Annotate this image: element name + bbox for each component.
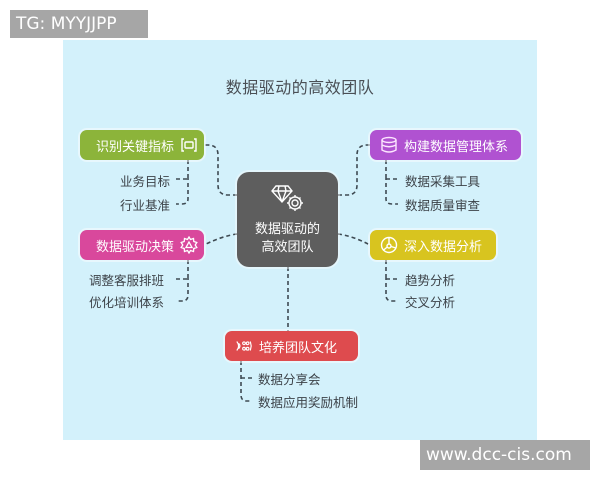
node-build-data-system: 构建数据管理体系 <box>370 130 521 160</box>
brackets-icon <box>180 136 198 154</box>
gear-warning-icon <box>180 236 198 254</box>
node-team-culture: 培养团队文化 <box>225 331 358 361</box>
team-icon <box>235 337 253 355</box>
child-cross-analysis: 交叉分析 <box>405 295 456 310</box>
node-data-driven-decision: 数据驱动决策 <box>80 230 204 260</box>
center-label-line2: 高效团队 <box>261 240 314 255</box>
child-data-sharing-session: 数据分享会 <box>258 372 321 387</box>
child-adjust-schedule: 调整客服排班 <box>89 273 165 288</box>
node-label: 构建数据管理体系 <box>404 139 509 155</box>
node-label: 识别关键指标 <box>96 139 175 155</box>
child-trend-analysis: 趋势分析 <box>405 273 456 288</box>
child-business-goal: 业务目标 <box>120 174 171 189</box>
watermark-bottom-right: www.dcc-cis.com <box>420 440 590 470</box>
diamond-gear-icon <box>271 185 303 211</box>
node-label: 数据驱动决策 <box>96 239 175 255</box>
watermark-top-left: TG: MYYJJPP <box>10 10 148 38</box>
child-optimize-training: 优化培训体系 <box>89 295 165 310</box>
center-node: 数据驱动的 高效团队 <box>237 172 338 267</box>
child-industry-benchmark: 行业基准 <box>120 198 171 213</box>
chart-pie-icon <box>380 236 398 254</box>
node-label: 培养团队文化 <box>259 340 338 356</box>
database-icon <box>380 136 398 154</box>
node-identify-metrics: 识别关键指标 <box>80 130 204 160</box>
diagram-title: 数据驱动的高效团队 <box>225 78 375 97</box>
center-label-line1: 数据驱动的 <box>254 222 320 237</box>
child-data-quality-review: 数据质量审查 <box>405 198 481 213</box>
node-deep-analysis: 深入数据分析 <box>370 230 496 260</box>
child-data-collection-tools: 数据采集工具 <box>405 174 481 189</box>
node-label: 深入数据分析 <box>404 239 483 255</box>
child-data-reward-mechanism: 数据应用奖励机制 <box>258 395 359 410</box>
